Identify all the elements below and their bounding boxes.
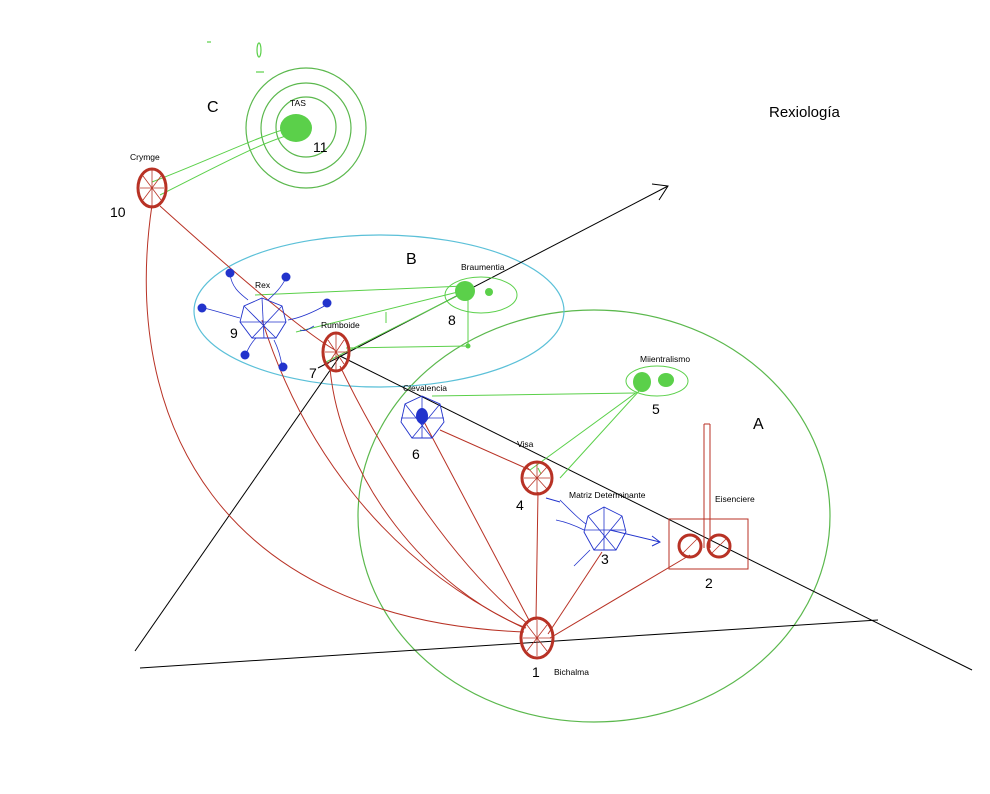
region-c-marks [207, 41, 264, 73]
braumentia-outline [444, 276, 518, 314]
region-b-letter: B [406, 251, 417, 268]
axis-lines [134, 183, 973, 671]
node-eisenciere: Eisenciere 2 [668, 494, 755, 591]
braumentia-node [465, 343, 471, 349]
node-rumboide: Rumboide 7 [309, 320, 360, 381]
eisenciere-circle-a [677, 533, 703, 559]
matriz-number: 3 [601, 551, 609, 567]
braumentia-label: Braumentia [461, 262, 505, 272]
clevalencia-label: Clevalencia [403, 383, 447, 393]
node-miientralismo: Miientralismo 5 [625, 354, 690, 417]
bichalma-label: Bichalma [554, 667, 589, 677]
matriz-label: Matriz Determinante [569, 490, 646, 500]
visa-label: Visa [517, 439, 534, 449]
bichalma-number: 1 [532, 664, 540, 680]
crymge-ellipse [136, 167, 168, 209]
node-visa: Visa 4 [516, 439, 554, 513]
node-tas: TAS 11 [280, 98, 328, 155]
node-braumentia: Braumentia 8 [444, 262, 518, 349]
green-connectors [151, 125, 641, 479]
rumboide-ellipse [321, 331, 351, 373]
miientralismo-blob-a [633, 372, 651, 392]
region-b-outline [193, 234, 565, 388]
rex-number: 9 [230, 325, 238, 341]
rumboide-label: Rumboide [321, 320, 360, 330]
tas-label: TAS [290, 98, 306, 108]
eisenciere-number: 2 [705, 575, 713, 591]
visa-ellipse [520, 460, 554, 496]
node-bichalma: Bichalma 1 [519, 616, 589, 680]
eisenciere-label: Eisenciere [715, 494, 755, 504]
tas-blob [280, 114, 312, 142]
clevalencia-number: 6 [412, 446, 420, 462]
miientralismo-blob-b [658, 373, 674, 387]
miientralismo-number: 5 [652, 401, 660, 417]
braumentia-number: 8 [448, 312, 456, 328]
miientralismo-label: Miientralismo [640, 354, 690, 364]
miientralismo-outline [625, 365, 689, 397]
braumentia-blob [455, 281, 475, 301]
node-matriz-determinante: Matriz Determinante 3 [555, 490, 646, 567]
rumboide-number: 7 [309, 365, 317, 381]
node-crymge: Crymge 10 [110, 152, 168, 220]
rex-label: Rex [255, 280, 271, 290]
bichalma-ellipse [519, 616, 555, 660]
blue-connectors [545, 497, 661, 547]
region-a-letter: A [753, 416, 764, 433]
clevalencia-dot [416, 408, 428, 424]
tas-number: 11 [313, 139, 328, 155]
region-c-letter: C [207, 99, 219, 116]
braumentia-dot [485, 288, 493, 296]
crymge-number: 10 [110, 204, 126, 220]
red-connectors [145, 204, 711, 639]
node-rex: Rex 9 [197, 268, 332, 372]
node-clevalencia: Clevalencia 6 [400, 383, 447, 462]
matriz-star [583, 506, 627, 551]
diagram-title: Rexiología [769, 104, 841, 121]
visa-number: 4 [516, 497, 524, 513]
region-c-rings [245, 67, 367, 189]
eisenciere-circle-b [706, 533, 732, 559]
eisenciere-box [668, 518, 749, 570]
region-a-outline [357, 309, 831, 723]
crymge-label: Crymge [130, 152, 160, 162]
